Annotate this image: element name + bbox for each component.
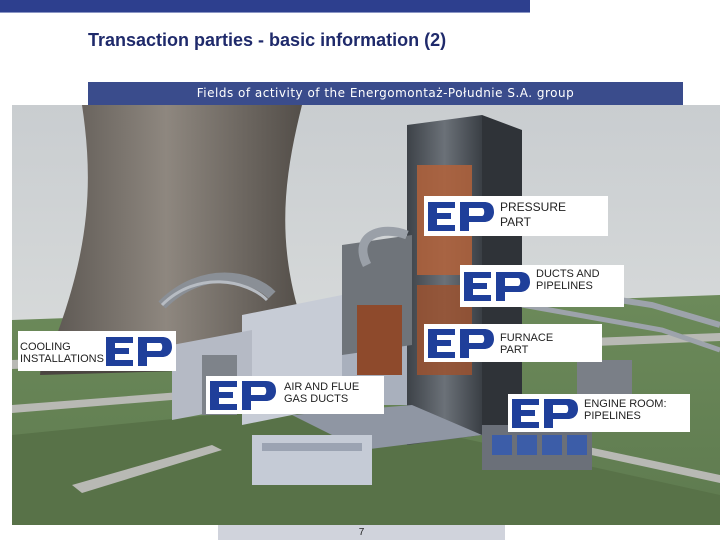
ep-logo-icon bbox=[210, 381, 276, 410]
callout-label: PRESSURE PART bbox=[500, 200, 567, 229]
callout-engine-room-pipelines: ENGINE ROOM: PIPELINES bbox=[508, 394, 690, 432]
ep-logo-icon bbox=[428, 329, 494, 358]
callout-label: FURNACE PART bbox=[500, 332, 554, 356]
callout-ducts-pipelines: DUCTS AND PIPELINES bbox=[460, 265, 624, 307]
callout-air-flue-gas-ducts: AIR AND FLUE GAS DUCTS bbox=[206, 376, 384, 414]
page-number: 7 bbox=[218, 525, 505, 540]
ep-logo-icon bbox=[424, 199, 496, 234]
callout-label: ENGINE ROOM: PIPELINES bbox=[584, 398, 667, 422]
power-plant-illustration bbox=[12, 105, 720, 525]
top-accent-bar bbox=[0, 0, 530, 12]
callout-label: COOLING INSTALLATIONS bbox=[20, 341, 104, 365]
callout-cooling-installations: COOLING INSTALLATIONS bbox=[18, 331, 176, 371]
ep-logo-icon bbox=[464, 272, 530, 301]
ep-logo-icon bbox=[512, 399, 578, 428]
page-title: Transaction parties - basic information … bbox=[88, 30, 447, 50]
top-accent-line bbox=[0, 12, 530, 13]
callout-pressure-part: PRESSURE PART bbox=[424, 196, 608, 236]
callout-label: AIR AND FLUE GAS DUCTS bbox=[284, 381, 360, 405]
callout-furnace-part: FURNACE PART bbox=[424, 324, 602, 362]
callout-label: DUCTS AND PIPELINES bbox=[536, 268, 600, 292]
section-title-bar: Fields of activity of the Energomontaż-P… bbox=[88, 82, 683, 105]
ep-logo-icon bbox=[106, 337, 172, 366]
